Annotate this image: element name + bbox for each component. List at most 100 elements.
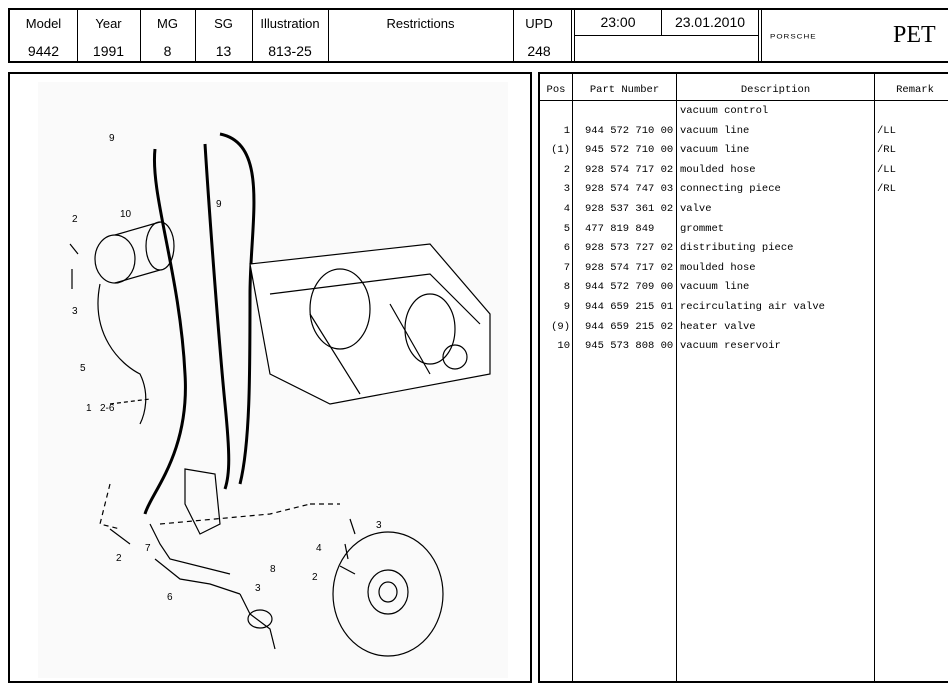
table-row[interactable]: 5 477 819 849 grommet xyxy=(540,223,948,242)
remark-cell: /LL xyxy=(877,124,896,137)
model-label: Model xyxy=(25,16,62,31)
time: 23:00 xyxy=(600,14,636,30)
description-cell: vacuum line xyxy=(680,281,750,294)
description-cell: valve xyxy=(680,203,712,215)
pos-cell: (9) xyxy=(551,320,570,333)
illustration-cell: Illustration 813-25 xyxy=(252,10,329,61)
callout-2c: 2 xyxy=(312,572,318,583)
callout-7: 7 xyxy=(145,543,151,554)
upd-value: 248 xyxy=(527,43,551,59)
pos-header: Pos xyxy=(546,84,566,96)
description-cell: vacuum line xyxy=(680,124,750,137)
pos-cell: (1) xyxy=(551,144,570,157)
callout-3: 3 xyxy=(72,306,78,317)
mg-value: 8 xyxy=(163,43,172,59)
table-row[interactable]: 8 944 572 709 00 vacuum line xyxy=(540,281,948,300)
callout-9: 9 xyxy=(109,133,115,144)
pet-logo: PET xyxy=(893,22,936,48)
remark-header: Remark xyxy=(896,84,934,96)
header-bar: Model 9442 Year 1991 MG 8 SG 13 Illustration… xyxy=(8,8,948,63)
table-row[interactable]: 2 928 574 717 02 moulded hose /LL xyxy=(540,164,948,183)
part-number-cell[interactable]: 928 573 727 02 xyxy=(585,242,674,255)
callout-6: 6 xyxy=(167,592,173,603)
table-row[interactable]: 1 944 572 710 00 vacuum line /LL xyxy=(540,125,948,144)
callout-5: 5 xyxy=(80,363,86,374)
year-value: 1991 xyxy=(92,43,125,59)
part-number-cell[interactable]: 945 572 710 00 xyxy=(585,144,674,157)
description-cell: vacuum reservoir xyxy=(680,340,781,353)
mg-cell: MG 8 xyxy=(140,10,196,61)
timestamp-cell: 23:00 23.01.2010 xyxy=(575,10,762,61)
part-number-header: Part Number xyxy=(589,84,660,96)
callout-10: 10 xyxy=(120,209,132,220)
callout-2-6: 2-6 xyxy=(100,403,115,414)
table-row[interactable]: vacuum control xyxy=(540,105,948,124)
callout-3b: 3 xyxy=(255,583,261,594)
exploded-diagram: 9 10 2 3 5 1 2-6 9 2 7 6 8 3 3 4 2 xyxy=(38,82,508,678)
pos-cell: 9 xyxy=(563,301,570,313)
table-row[interactable]: 3 928 574 747 03 connecting piece /RL xyxy=(540,183,948,202)
part-number-cell[interactable]: 928 574 747 03 xyxy=(585,183,674,196)
callout-8: 8 xyxy=(270,564,276,575)
remark-cell: /LL xyxy=(877,163,896,176)
date: 23.01.2010 xyxy=(674,14,746,30)
sg-cell: SG 13 xyxy=(195,10,253,61)
part-number-cell[interactable]: 944 659 215 02 xyxy=(585,320,674,333)
table-row[interactable]: 10 945 573 808 00 vacuum reservoir xyxy=(540,340,948,359)
brand-cell: PORSCHE PET xyxy=(765,10,948,61)
pos-cell: 1 xyxy=(563,124,570,137)
description-cell: moulded hose xyxy=(680,163,756,176)
part-number-cell[interactable]: 945 573 808 00 xyxy=(585,340,674,353)
description-cell: heater valve xyxy=(680,320,756,333)
description-cell: grommet xyxy=(680,222,725,235)
remark-cell: /RL xyxy=(877,144,896,157)
table-row[interactable]: (9) 944 659 215 02 heater valve xyxy=(540,321,948,340)
callout-2b: 2 xyxy=(116,553,122,564)
part-number-cell[interactable]: 477 819 849 xyxy=(585,222,655,235)
part-number-cell[interactable]: 944 572 710 00 xyxy=(585,124,674,137)
illustration-label: Illustration xyxy=(260,16,320,31)
part-number-cell[interactable]: 928 574 717 02 xyxy=(585,261,674,274)
description-header: Description xyxy=(740,84,811,96)
pos-cell: 4 xyxy=(563,203,570,215)
table-row[interactable]: 4 928 537 361 02 valve xyxy=(540,203,948,222)
pos-cell: 3 xyxy=(563,183,570,196)
table-row[interactable]: 9 944 659 215 01 recirculating air valve xyxy=(540,301,948,320)
callout-3c: 3 xyxy=(376,520,382,531)
sg-value: 13 xyxy=(215,43,232,59)
table-row[interactable]: 6 928 573 727 02 distributing piece xyxy=(540,242,948,261)
parts-illustration: 9 10 2 3 5 1 2-6 9 2 7 6 8 3 3 4 2 xyxy=(8,72,532,683)
year-label: Year xyxy=(95,16,122,31)
part-number-cell[interactable]: 944 572 709 00 xyxy=(585,281,674,294)
table-row[interactable]: 7 928 574 717 02 moulded hose xyxy=(540,262,948,281)
description-cell: distributing piece xyxy=(680,242,794,255)
parts-table: Pos Part Number Description Remark vacuu… xyxy=(538,72,948,683)
table-row[interactable]: (1) 945 572 710 00 vacuum line /RL xyxy=(540,144,948,163)
pos-cell: 8 xyxy=(563,281,570,294)
mg-label: MG xyxy=(157,16,178,31)
callout-1: 1 xyxy=(86,403,92,414)
part-number-cell[interactable]: 928 574 717 02 xyxy=(585,163,674,176)
description-cell: vacuum line xyxy=(680,144,750,157)
part-number-cell[interactable]: 944 659 215 01 xyxy=(585,301,674,313)
sg-label: SG xyxy=(214,16,233,31)
remark-cell: /RL xyxy=(877,183,896,196)
description-cell: vacuum control xyxy=(680,105,769,117)
upd-label: UPD xyxy=(525,16,553,31)
restrictions-cell: Restrictions xyxy=(328,10,514,61)
description-cell: recirculating air valve xyxy=(680,301,825,313)
pos-cell: 7 xyxy=(563,261,570,274)
description-cell: moulded hose xyxy=(680,261,756,274)
callout-9b: 9 xyxy=(216,199,222,210)
restrictions-label: Restrictions xyxy=(386,16,455,31)
illustration-value: 813-25 xyxy=(268,43,312,59)
model-cell: Model 9442 xyxy=(10,10,78,61)
upd-cell: UPD 248 xyxy=(513,10,575,61)
pos-cell: 5 xyxy=(563,222,570,235)
pos-cell: 6 xyxy=(563,242,570,255)
model-value: 9442 xyxy=(27,43,60,59)
pos-cell: 10 xyxy=(557,340,570,353)
part-number-cell[interactable]: 928 537 361 02 xyxy=(585,203,674,215)
callout-4: 4 xyxy=(316,543,322,554)
description-cell: connecting piece xyxy=(680,183,781,196)
